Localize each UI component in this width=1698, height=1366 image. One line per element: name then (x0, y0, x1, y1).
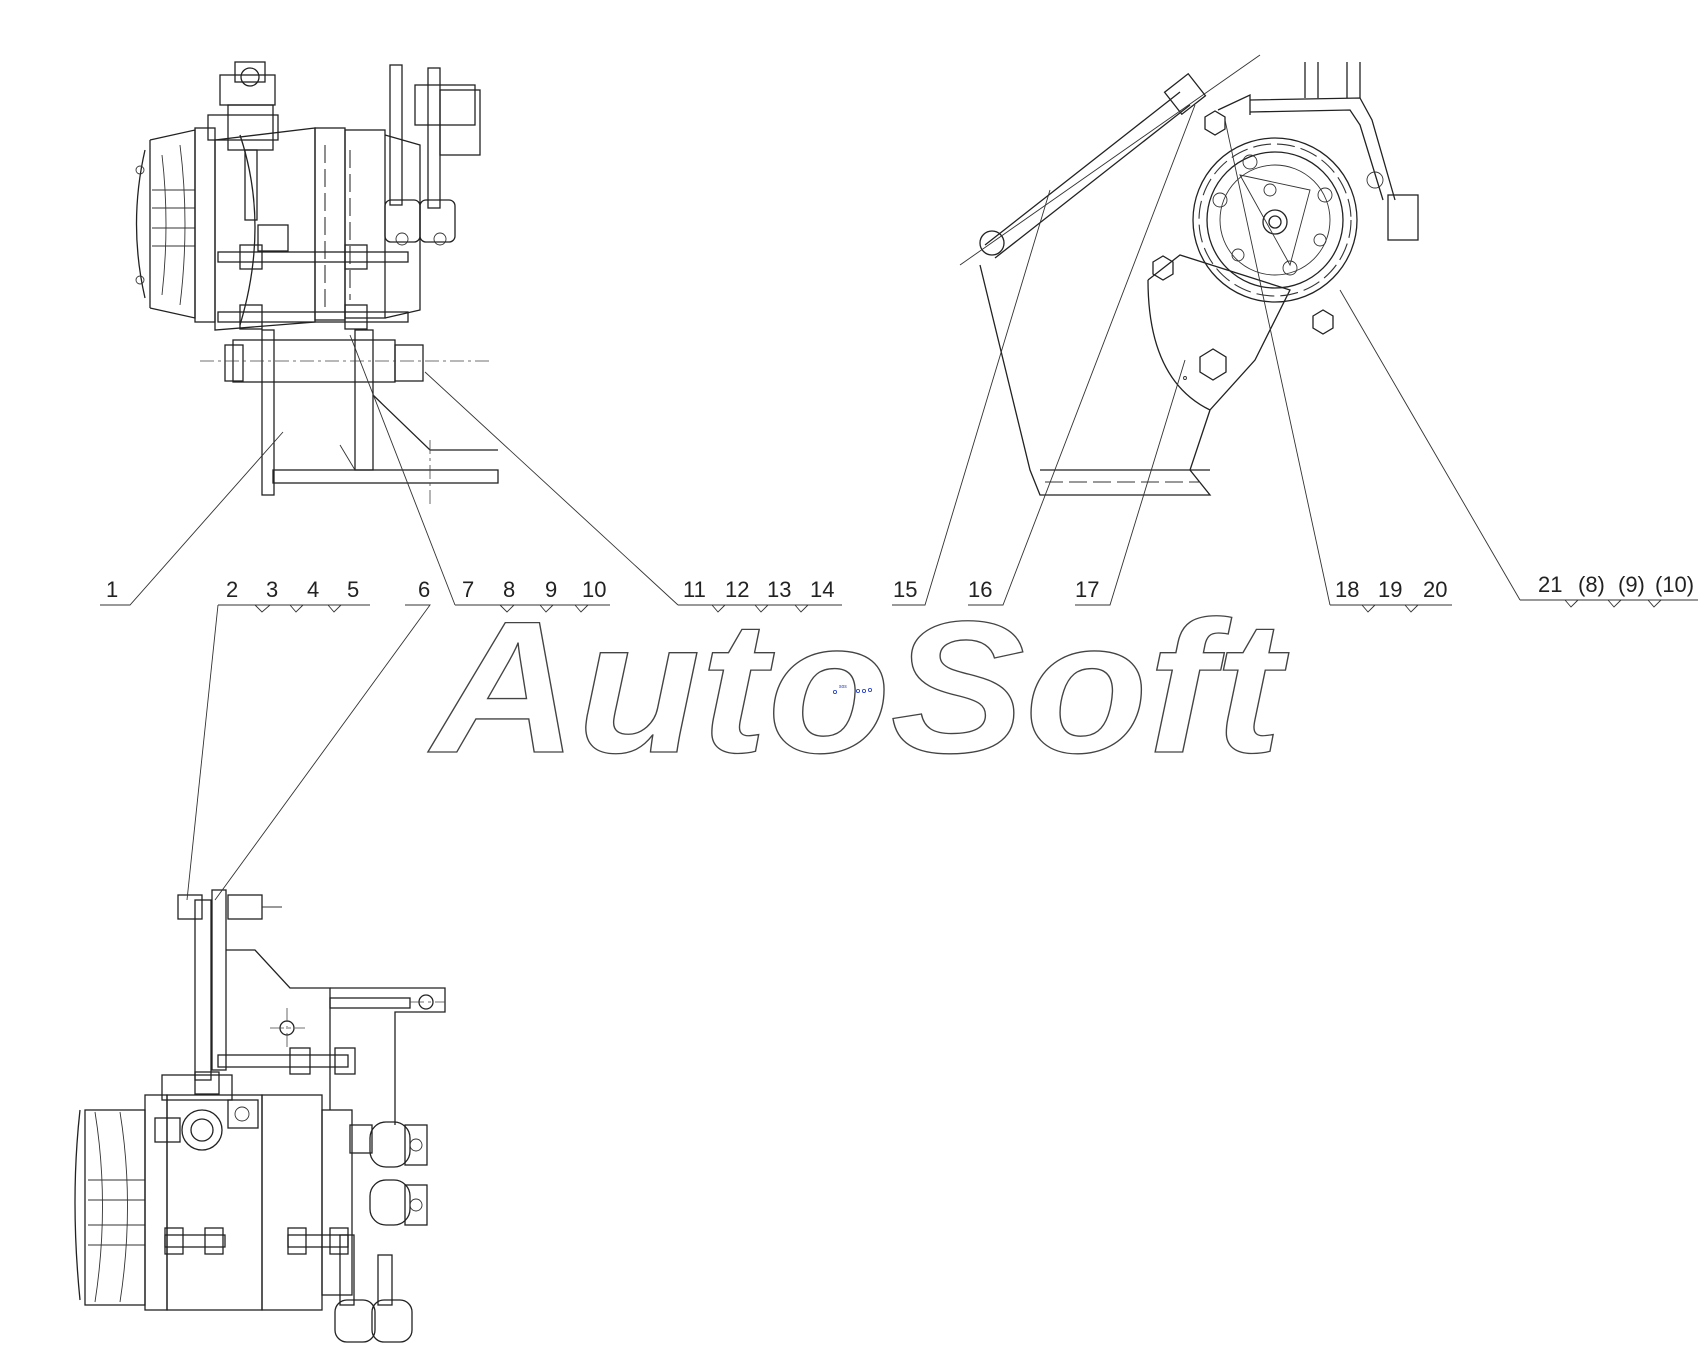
callout-15: 15 (893, 577, 917, 602)
callout-3: 3 (266, 577, 278, 602)
side-view (959, 54, 1419, 496)
callout-13: 13 (767, 577, 791, 602)
leader-lines (100, 104, 1698, 901)
callout-labels: 1 2 3 4 5 6 7 8 9 10 11 12 13 14 15 16 1… (106, 572, 1694, 602)
callout-16: 16 (968, 577, 992, 602)
marker-dots: sos (833, 684, 873, 695)
front-view (135, 61, 499, 505)
callout-1: 1 (106, 577, 118, 602)
callout-5: 5 (347, 577, 359, 602)
watermark-text: AutoSoft (428, 582, 1290, 792)
callout-8: 8 (503, 577, 515, 602)
callout-17: 17 (1075, 577, 1099, 602)
callout-6: 6 (418, 577, 430, 602)
callout-9: 9 (545, 577, 557, 602)
callout-14: 14 (810, 577, 834, 602)
callout-9-ref: (9) (1618, 572, 1645, 597)
top-view (74, 889, 446, 1343)
callout-18: 18 (1335, 577, 1359, 602)
callout-10: 10 (582, 577, 606, 602)
callout-12: 12 (725, 577, 749, 602)
callout-8-ref: (8) (1578, 572, 1605, 597)
callout-21: 21 (1538, 572, 1562, 597)
callout-10-ref: (10) (1655, 572, 1694, 597)
callout-4: 4 (307, 577, 319, 602)
callout-7: 7 (462, 577, 474, 602)
callout-20: 20 (1423, 577, 1447, 602)
callout-19: 19 (1378, 577, 1402, 602)
callout-2: 2 (226, 577, 238, 602)
marker-text: sos (839, 684, 847, 690)
callout-11: 11 (683, 577, 706, 602)
